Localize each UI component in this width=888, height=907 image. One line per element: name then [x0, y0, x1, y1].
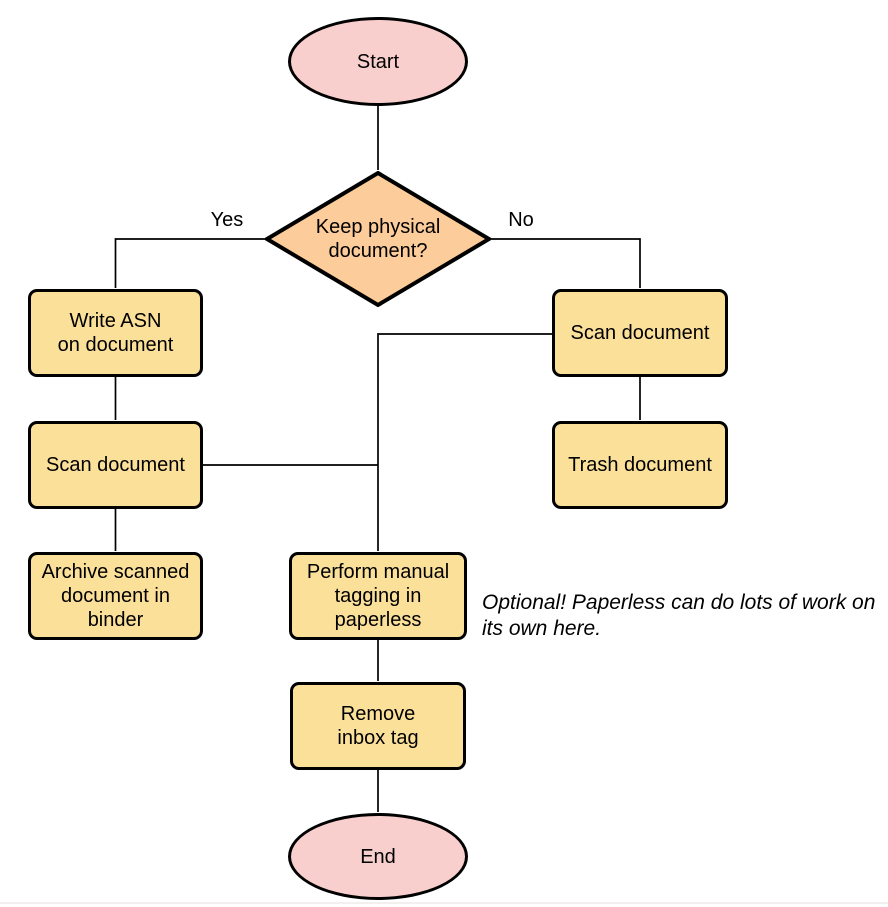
node-decision: Keep physical document? — [265, 171, 491, 307]
node-end: End — [288, 813, 468, 900]
decision-diamond-shape — [265, 171, 491, 307]
node-scan-document-left: Scan document — [28, 421, 203, 509]
node-manual-tagging: Perform manual tagging in paperless — [289, 552, 467, 640]
page-bottom-divider — [0, 902, 888, 904]
node-tagging-label: Perform manual tagging in paperless — [306, 561, 450, 631]
node-write-asn-label: Write ASN on document — [57, 310, 174, 356]
edge-label-yes: Yes — [210, 209, 244, 231]
node-start-label: Start — [356, 50, 400, 73]
node-scan-right-label: Scan document — [570, 322, 710, 344]
node-trash-label: Trash document — [568, 454, 712, 476]
node-write-asn: Write ASN on document — [28, 289, 203, 377]
node-decision-label: Keep physical document? — [315, 216, 441, 262]
node-trash-document: Trash document — [552, 421, 728, 509]
node-archive-binder: Archive scanned document in binder — [28, 552, 203, 640]
node-remove-inbox-label: Remove inbox tag — [337, 703, 419, 749]
edge-label-no: No — [508, 209, 534, 231]
node-start: Start — [288, 17, 468, 106]
node-scan-left-label: Scan document — [46, 454, 185, 476]
edge-decision-no-to-scan-right — [489, 238, 641, 288]
annotation-optional-note: Optional! Paperless can do lots of work … — [482, 591, 876, 640]
node-end-label: End — [360, 845, 396, 868]
node-archive-label: Archive scanned document in binder — [41, 561, 190, 631]
node-scan-document-right: Scan document — [552, 289, 728, 377]
edge-decision-yes-to-write-asn — [114, 238, 265, 288]
edge-scan-right-to-tagging — [377, 333, 552, 551]
node-remove-inbox-tag: Remove inbox tag — [290, 682, 466, 770]
